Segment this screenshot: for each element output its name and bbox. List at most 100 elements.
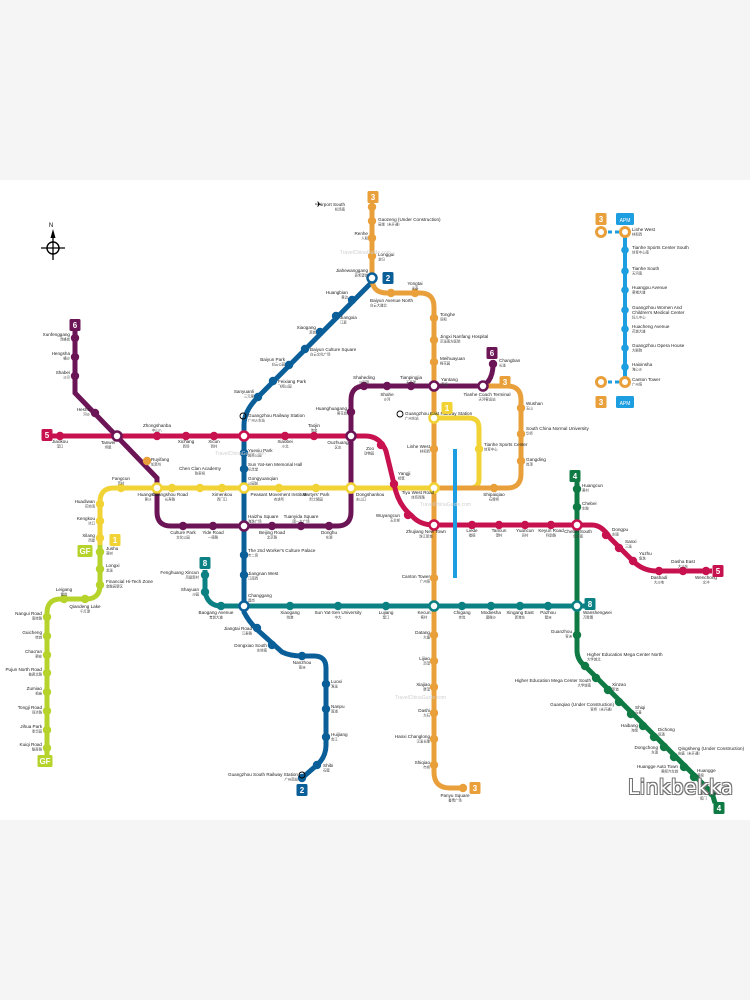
line-badge-l2-top[interactable]: 2 — [382, 272, 394, 284]
line-badge-apm-top[interactable]: APM — [616, 213, 634, 225]
line-badge-l2-bottom[interactable]: 2 — [296, 784, 308, 796]
line-badge-l3-top[interactable]: 3 — [367, 191, 379, 203]
station[interactable]: Gaozeng (Under Construction)高增（未开通） — [367, 216, 441, 227]
line-badge-l4-bottom[interactable]: 4 — [713, 802, 725, 814]
line-badge-l1-west[interactable]: 1 — [109, 534, 121, 546]
line-badge-l1-east[interactable]: 1 — [441, 402, 453, 414]
line-badge-l5-right[interactable]: 5 — [712, 565, 724, 577]
station[interactable]: Guanqiao (Under Construction)官桥（未开通） — [550, 697, 624, 712]
station[interactable]: Qingsheng (Under Construction)庆盛（未开通） — [669, 746, 745, 762]
line-badge-l8-west[interactable]: 8 — [199, 557, 211, 569]
line-badge-l5-left[interactable]: 5 — [41, 429, 53, 441]
line-badge-l3-bottom[interactable]: 3 — [469, 782, 481, 794]
